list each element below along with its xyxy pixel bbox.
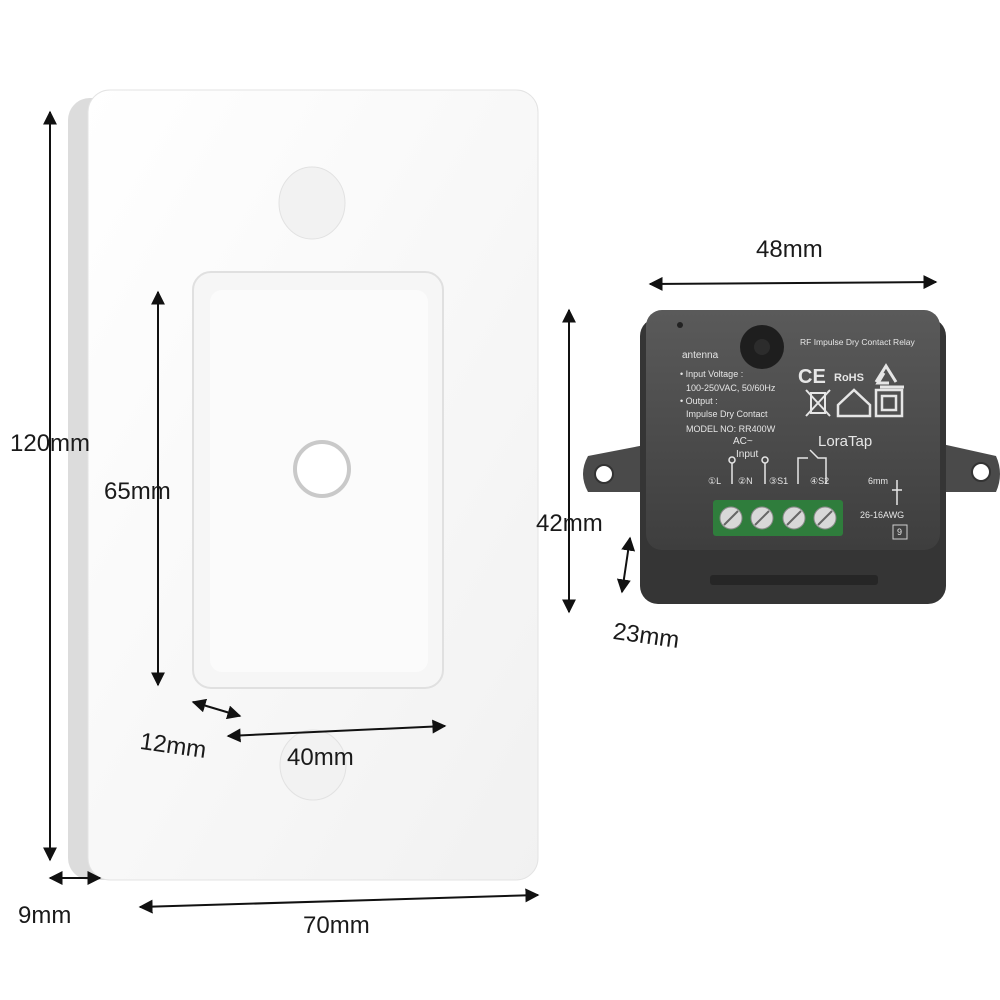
dimension-lines (43, 110, 938, 914)
terminal-block (713, 500, 843, 536)
terminal-4-text: ④S2 (810, 476, 829, 486)
ce-mark: CE (798, 366, 826, 388)
model-number: MODEL NO: RR400W (686, 424, 776, 434)
wiring-schematic-icon (728, 449, 902, 505)
recycle-icon (874, 363, 904, 389)
terminal-2-text: ②N (738, 476, 753, 486)
plate-height-label: 120mm (10, 430, 91, 457)
relay-width-arrow (648, 275, 938, 291)
plate-width-label: 70mm (303, 912, 370, 939)
indoor-use-icon (836, 388, 872, 418)
button-width-arrow (226, 719, 447, 743)
terminal-screws (719, 506, 837, 530)
top-screw-hole (278, 166, 346, 240)
brand-name: LoraTap (818, 433, 872, 450)
button-depth-arrow (191, 698, 242, 720)
ac-text: AC~ (733, 436, 753, 447)
relay-depth-arrow (616, 536, 636, 594)
version-text: 9 (897, 527, 902, 537)
relay-module: RF Impulse Dry Contact Relay antenna • I… (583, 310, 1000, 604)
terminal-3-text: ③S1 (769, 476, 788, 486)
plate-depth-label: 9mm (18, 902, 72, 929)
terminal-1-text: ①L (708, 476, 721, 486)
relay-height-label: 42mm (536, 510, 603, 537)
touch-ring-icon (293, 440, 351, 498)
weee-bin-icon (805, 389, 831, 417)
strip-length-text: 6mm (868, 476, 888, 486)
wall-switch-plate (68, 89, 539, 881)
input-text: Input (736, 449, 758, 460)
input-voltage-value: 100-250VAC, 50/60Hz (686, 383, 776, 393)
relay-width-label: 48mm (756, 236, 823, 263)
button-height-label: 65mm (104, 478, 171, 505)
output-value: Impulse Dry Contact (686, 409, 768, 419)
plate-width-arrow (138, 888, 540, 914)
double-insulation-icon (874, 388, 904, 418)
output-label: • Output : (680, 396, 718, 406)
wire-gauge-text: 26-16AWG (860, 510, 904, 520)
antenna-text: antenna (682, 350, 719, 361)
rohs-mark: RoHS (834, 372, 864, 384)
input-voltage-label: • Input Voltage : (680, 369, 743, 379)
button-width-label: 40mm (287, 744, 354, 771)
relay-title-text: RF Impulse Dry Contact Relay (800, 337, 916, 347)
